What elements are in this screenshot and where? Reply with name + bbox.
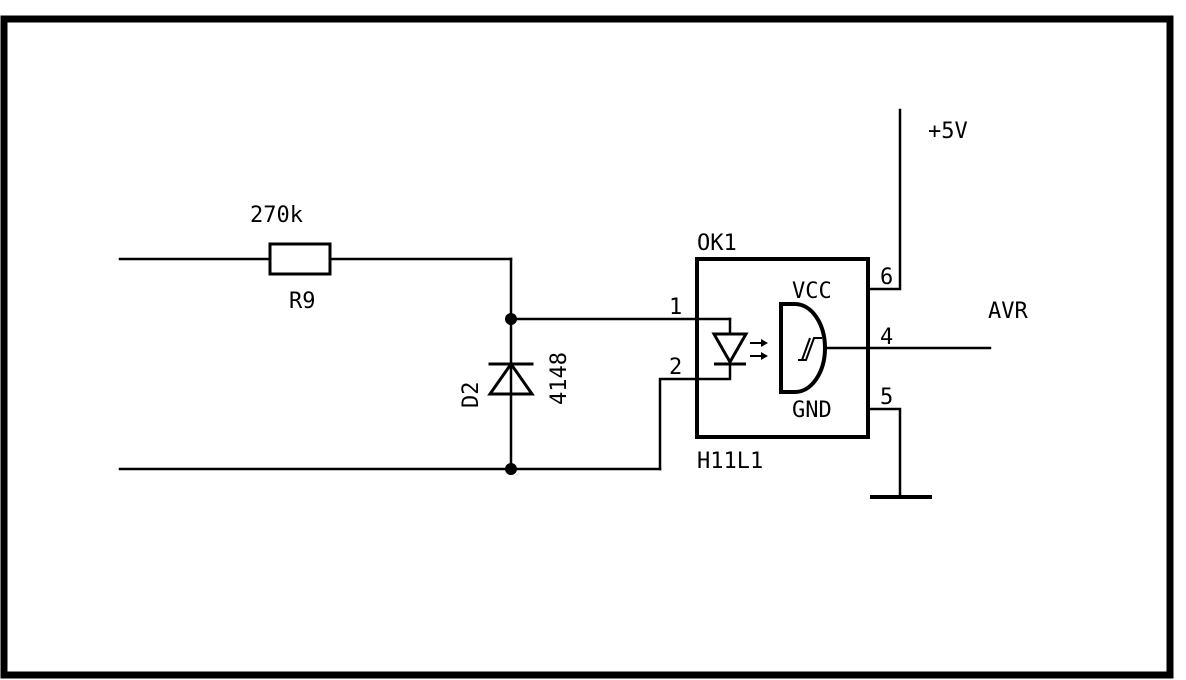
resistor-r9: [268, 242, 332, 276]
power-label: +5V: [928, 119, 968, 144]
light-arrow-1-head: [761, 339, 768, 347]
diode-d2: [487, 361, 535, 396]
pin-5-label: 5: [880, 385, 893, 410]
vcc-label: VCC: [792, 279, 832, 304]
pin-1-label: 1: [669, 295, 682, 320]
pin-2-label: 2: [669, 355, 682, 380]
diode-ref: D2: [459, 382, 484, 409]
diode-value: 4148: [547, 352, 572, 405]
schmitt-gate: [779, 302, 827, 394]
sheet-frame: [0, 15, 1174, 679]
resistor-value: 270k: [250, 203, 303, 228]
pin-4-label: 4: [880, 325, 893, 350]
junction-bottom: [505, 463, 517, 475]
output-label: AVR: [988, 299, 1028, 324]
optocoupler-part: H11L1: [697, 449, 763, 474]
optocoupler-ref: OK1: [697, 231, 737, 256]
wire-pin6: [866, 108, 902, 291]
gnd-label: GND: [792, 398, 832, 423]
hysteresis-icon: [798, 337, 822, 361]
led-triangle: [711, 332, 749, 366]
pin-6-label: 6: [880, 265, 893, 290]
wire-pin5: [866, 407, 902, 499]
resistor-ref: R9: [289, 289, 316, 314]
light-arrow-2-head: [761, 352, 768, 360]
